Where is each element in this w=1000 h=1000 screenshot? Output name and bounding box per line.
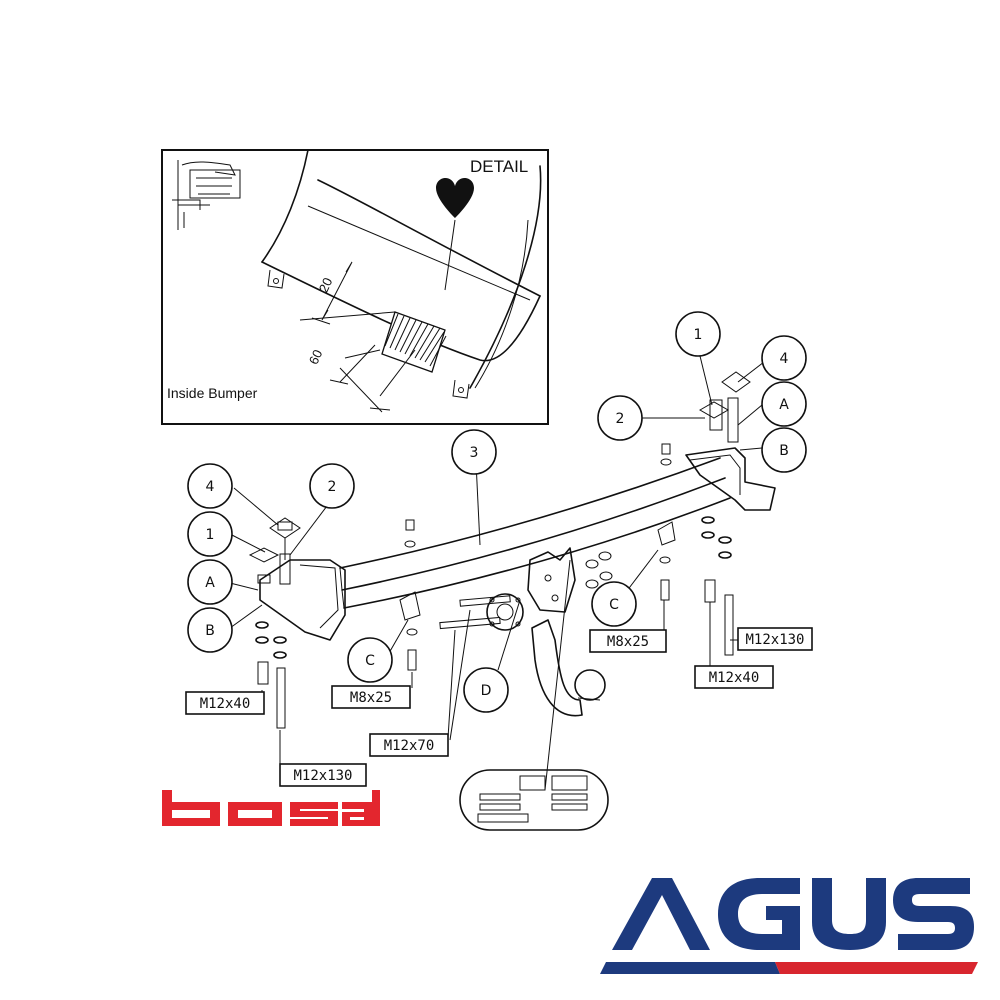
callout-C-left: C (347, 637, 393, 683)
bolt-right-m12x40-text: M12x40 (709, 670, 760, 686)
bosal-logo (162, 790, 380, 826)
left-bolts (248, 517, 511, 729)
bolt-left-m12x40-text: M12x40 (200, 696, 251, 712)
callout-2-right: 2 (597, 395, 643, 441)
bolt-label-right-m8x25: M8x25 (589, 629, 667, 653)
tow-ball-neck (531, 619, 606, 717)
callout-1-left-label: 1 (206, 527, 215, 543)
callout-C-left-label: C (365, 653, 375, 669)
bolt-label-left-m12x40: M12x40 (185, 691, 265, 715)
bolt-label-center-m12x70: M12x70 (369, 733, 449, 757)
callout-4-left: 4 (187, 463, 233, 509)
callout-4-left-label: 4 (206, 479, 215, 495)
callout-D-label: D (481, 683, 492, 699)
callout-2-left-label: 2 (328, 479, 337, 495)
inside-bumper-caption: Inside Bumper (167, 385, 258, 401)
dimension-60: 60 (306, 347, 326, 366)
callout-B-left-label: B (205, 623, 215, 639)
heart-mark (436, 177, 474, 218)
bolt-label-left-m8x25: M8x25 (331, 685, 411, 709)
leader-lines (229, 355, 765, 791)
callout-A-left-label: A (205, 575, 215, 591)
bolt-left-m12x130-text: M12x130 (293, 768, 352, 784)
bolt-right-m12x130-text: M12x130 (745, 632, 804, 648)
socket-plate (486, 593, 524, 631)
callout-3-label: 3 (470, 445, 479, 461)
callout-3: 3 (451, 429, 497, 475)
bolt-label-left-m12x130: M12x130 (279, 763, 367, 787)
dimension-20: 20 (316, 275, 336, 294)
crossbar-assembly (248, 371, 776, 831)
callout-A-right-label: A (779, 397, 789, 413)
callout-C-right: C (591, 581, 637, 627)
callout-2-left: 2 (309, 463, 355, 509)
cut-area-hatch (381, 311, 447, 373)
left-bracket (259, 559, 346, 641)
detail-inset: 20 60 DETAIL Inside Bumper (161, 149, 549, 425)
crossbar-beam (339, 457, 721, 569)
bolt-right-m8x25-text: M8x25 (607, 634, 649, 650)
callout-D: D (463, 667, 509, 713)
bolt-left-m8x25-text: M8x25 (350, 690, 392, 706)
callout-A-left: A (187, 559, 233, 605)
right-bracket (685, 447, 776, 511)
callout-2-right-label: 2 (616, 411, 625, 427)
callout-B-left: B (187, 607, 233, 653)
towbar-mount-plate (527, 547, 576, 613)
detail-title: DETAIL (470, 157, 528, 176)
callout-B-right: B (761, 427, 807, 473)
detail-frame (161, 149, 549, 425)
agus-logo (600, 878, 978, 974)
callout-1-left: 1 (187, 511, 233, 557)
callout-4-right: 4 (761, 335, 807, 381)
id-plate (459, 769, 609, 831)
callout-C-right-label: C (609, 597, 619, 613)
callout-1-right: 1 (675, 311, 721, 357)
callout-B-right-label: B (779, 443, 789, 459)
car-hitch-icon (172, 160, 241, 230)
bolt-label-right-m12x130: M12x130 (737, 627, 813, 651)
bolt-center-m12x70-text: M12x70 (384, 738, 435, 754)
callout-4-right-label: 4 (780, 351, 789, 367)
callout-A-right: A (761, 381, 807, 427)
right-bolts (657, 371, 751, 656)
bolt-label-right-m12x40: M12x40 (694, 665, 774, 689)
callout-1-right-label: 1 (694, 327, 703, 343)
